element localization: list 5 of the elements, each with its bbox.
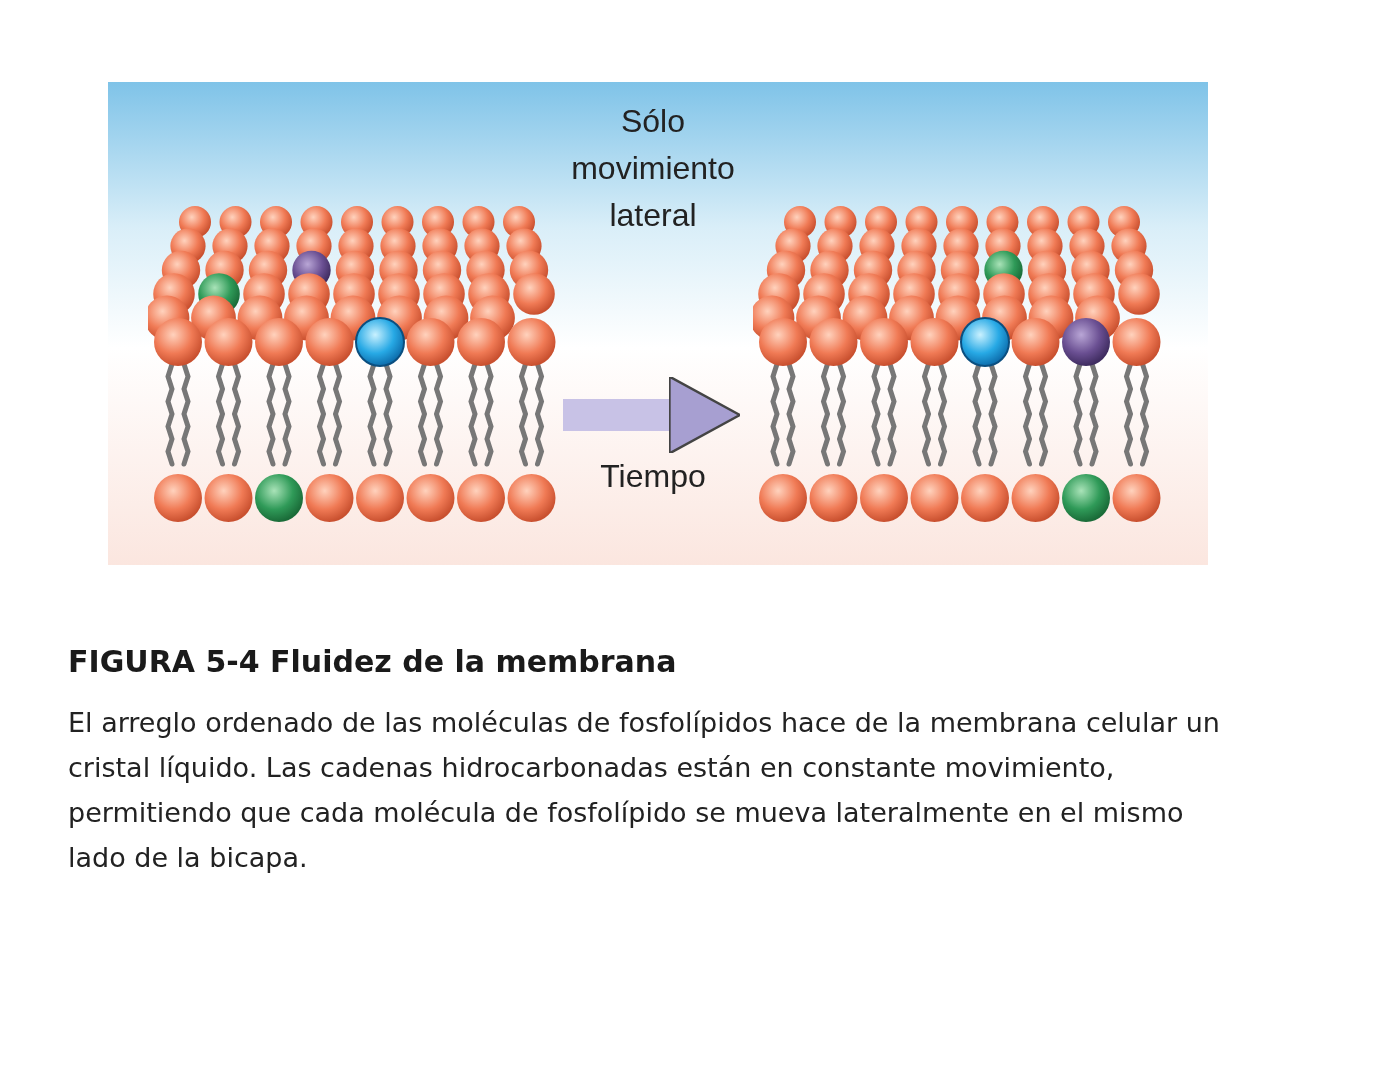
annotation-text: Sólo movimiento lateral: [570, 102, 736, 235]
figure-title: FIGURA 5-4 Fluidez de la membrana: [68, 644, 677, 679]
edge-label: Tiempo: [599, 457, 707, 496]
arrow: [563, 375, 742, 455]
figure-caption: El arreglo ordenado de las moléculas de fosfolípidos hace de la membrana celular un cristal líquido. Las cadenas hidrocarbonadas están en constante movimiento, permitiendo que cada molécula de fosfolípido se mueva lateralmente en el mismo lado de la bicapa.: [68, 706, 1221, 875]
